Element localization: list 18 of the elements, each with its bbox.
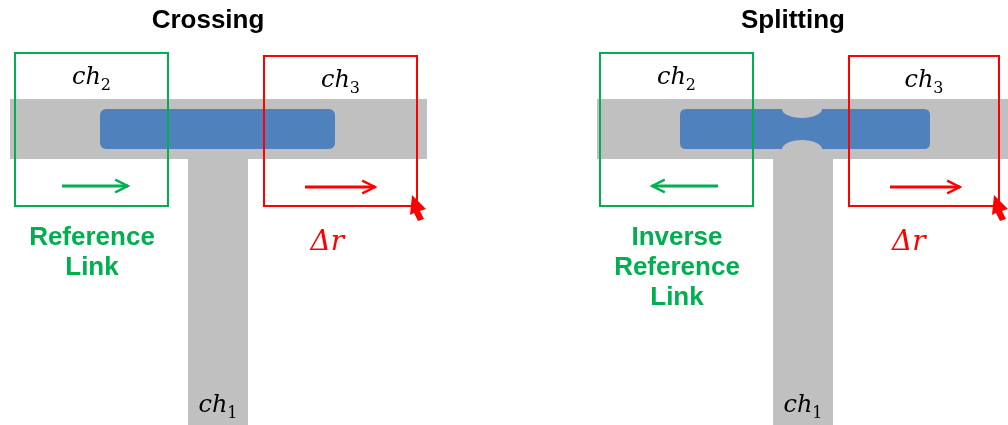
link-label: Reference Link bbox=[28, 222, 156, 282]
channel-label: ch$_{3}$ bbox=[320, 67, 361, 96]
displacement-label: Δr bbox=[310, 227, 345, 255]
channel-label: ch$_{1}$ bbox=[783, 392, 823, 421]
link-label: Inverse Reference Link bbox=[613, 222, 741, 312]
vertical-channel bbox=[773, 159, 833, 425]
reference-window bbox=[14, 52, 169, 207]
channel-label: ch$_{2}$ bbox=[71, 64, 112, 93]
target-window bbox=[848, 55, 1000, 207]
target-window bbox=[263, 55, 418, 207]
panel-title: Splitting bbox=[741, 4, 845, 35]
channel-label: ch$_{3}$ bbox=[904, 67, 944, 96]
panel-title: Crossing bbox=[151, 4, 265, 35]
vertical-channel bbox=[188, 159, 248, 425]
displacement-label: Δr bbox=[892, 227, 926, 255]
reference-window bbox=[599, 52, 754, 207]
channel-label: ch$_{2}$ bbox=[656, 64, 697, 93]
channel-label: ch$_{1}$ bbox=[198, 392, 238, 421]
